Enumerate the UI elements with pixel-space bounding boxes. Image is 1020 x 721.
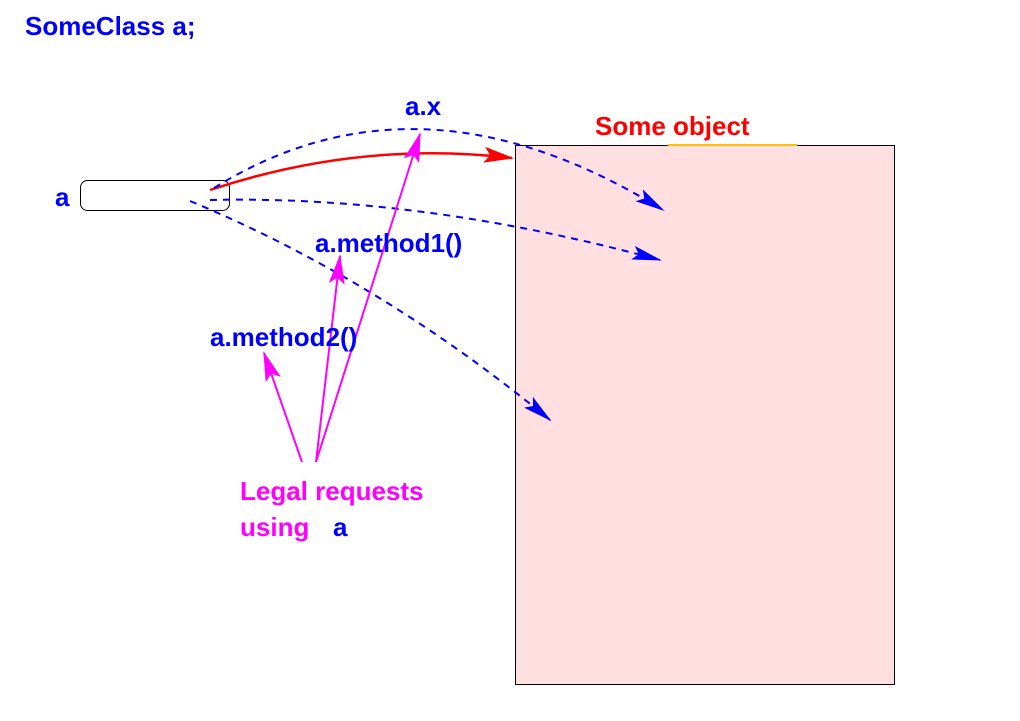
legal-x-arrow bbox=[315, 132, 421, 463]
using-label: using bbox=[240, 512, 309, 542]
reference-arrow bbox=[209, 146, 514, 192]
legal-method2-arrow bbox=[263, 351, 303, 463]
legal-requests-label: Legal requests bbox=[240, 476, 424, 506]
variable-box bbox=[80, 180, 230, 211]
method1-label: a.method1() bbox=[315, 228, 462, 258]
method1-arrow bbox=[209, 198, 662, 261]
method2-label: a.method2() bbox=[210, 322, 357, 352]
object-label: Some object bbox=[595, 111, 750, 141]
method2-arrow bbox=[189, 200, 552, 422]
declaration-text: SomeClass a; bbox=[25, 11, 196, 41]
legal-method1-arrow bbox=[315, 254, 345, 463]
using-variable-label: a bbox=[333, 512, 348, 542]
variable-label: a bbox=[55, 182, 70, 212]
access-x-arrow bbox=[213, 128, 665, 212]
object-box bbox=[515, 145, 895, 685]
member-x-label: a.x bbox=[405, 91, 442, 121]
